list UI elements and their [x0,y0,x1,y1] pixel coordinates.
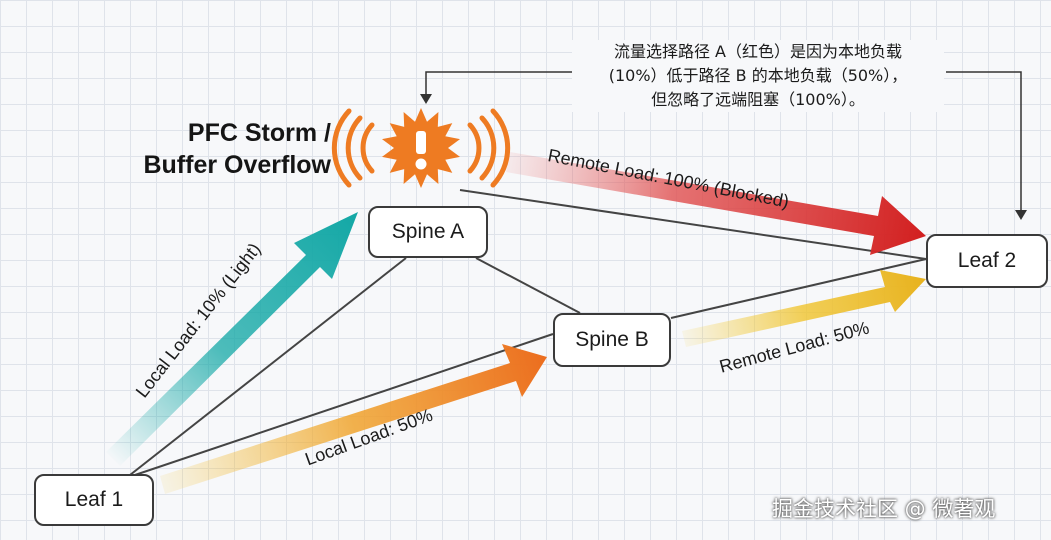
link-leaf1-spineb [131,333,554,477]
leaf-2-label: Leaf 2 [957,249,1017,272]
leaf-2-node[interactable]: Leaf 2 [926,234,1048,288]
callout-arrowhead-left [420,94,432,104]
pfc-storm-title-line2: Buffer Overflow [143,151,331,179]
flow-arrow-remote-b [682,270,926,347]
link-leaf1-spinea [129,257,407,476]
link-spineb-leaf2 [670,258,927,319]
spine-b-node[interactable]: Spine B [553,313,671,367]
note-line-2: (10%）低于路径 B 的本地负载（50%）， [608,66,908,85]
callout-arrow-right [946,71,1022,212]
network-links [129,189,927,477]
link-spinea-leaf2 [459,189,927,260]
pfc-storm-title-line1: PFC Storm / [187,119,331,147]
exclamation-starburst-icon [331,108,511,188]
leaf-1-label: Leaf 1 [64,488,124,511]
flow-arrow-local-b [160,344,547,494]
pfc-storm-title: PFC Storm / Buffer Overflow [143,117,331,181]
leaf-1-node[interactable]: Leaf 1 [34,474,154,526]
explanation-note: 流量选择路径 A（红色）是因为本地负载 (10%）低于路径 B 的本地负载（50… [572,40,944,112]
callout-arrow-left [425,71,574,96]
note-line-1: 流量选择路径 A（红色）是因为本地负载 [613,42,903,61]
callout-arrows [425,71,1022,212]
watermark: 掘金技术社区 @ 微著观 [772,497,996,521]
spine-b-label: Spine B [575,328,649,351]
note-line-3: 但忽略了远端阻塞（100%）。 [651,90,865,109]
flow-arrow-remote-a [506,152,926,255]
link-spinea-spineb [475,257,581,314]
spine-a-label: Spine A [391,220,465,243]
callout-arrowhead-right [1015,210,1027,220]
spine-a-node[interactable]: Spine A [368,206,488,258]
flow-arrow-local-a [106,212,358,466]
